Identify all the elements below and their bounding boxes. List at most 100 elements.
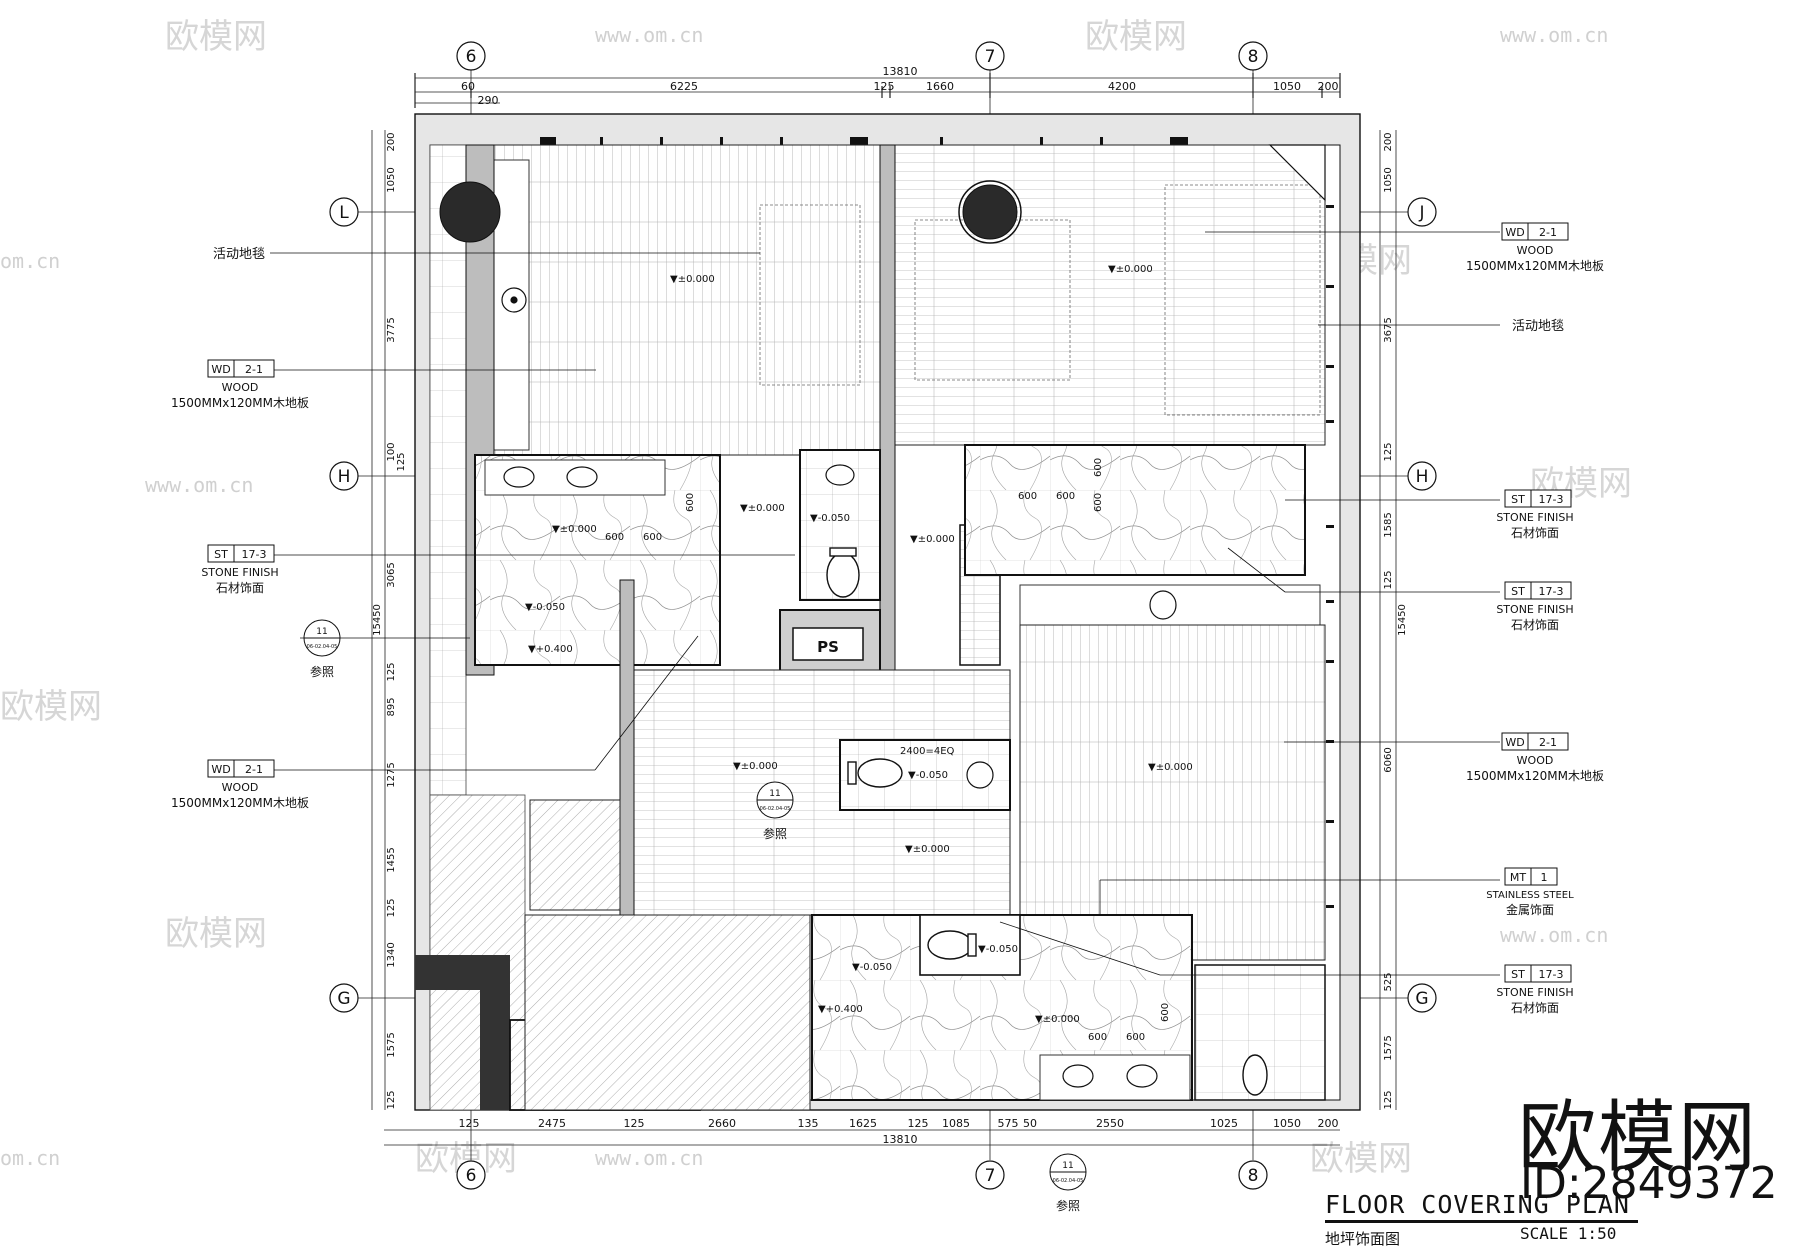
wood-tag-name: WOOD — [222, 781, 259, 794]
dim-top-sub: 290 — [478, 94, 499, 107]
dim-left-3: 3775 — [386, 317, 397, 342]
sink-icon — [503, 466, 535, 488]
dim-bottom-3: 125 — [624, 1117, 645, 1130]
watermark-url-5: www.om.cn — [1500, 923, 1608, 947]
dimension-left-text: 200 1050 3775 100 125 3065 125 895 1275 … — [372, 132, 407, 1109]
dim-left-7: 125 — [386, 662, 397, 681]
wood-tag-desc: 1500MMx120MM木地板 — [171, 396, 309, 410]
stone-tag-code: ST — [214, 548, 228, 561]
dim-top-6: 1050 — [1273, 80, 1301, 93]
watermark-brand-12: 欧模网 — [1310, 1139, 1412, 1179]
window-mullions-top — [540, 137, 1188, 145]
grid-bubble-7-top-label: 7 — [985, 47, 996, 67]
wood-tag-code: WD — [211, 763, 230, 776]
wood-tag-num: 2-1 — [1539, 736, 1557, 749]
column-2 — [962, 184, 1018, 240]
drawing-subtitle: 地坪饰面图 — [1325, 1230, 1401, 1248]
watermark-brand-large: 欧模网 — [1518, 1093, 1759, 1183]
dim-bottom-2: 2475 — [538, 1117, 566, 1130]
steel-tag-name: STAINLESS STEEL — [1486, 890, 1574, 901]
dim-top-7: 200 — [1318, 80, 1339, 93]
stone-tag-name: STONE FINISH — [1496, 603, 1573, 616]
level-label: ▼-0.050 — [852, 962, 892, 973]
sink-icon — [825, 464, 855, 486]
interior-dim: 600 — [685, 493, 696, 512]
grid-bubble-G-right: G — [1407, 983, 1437, 1013]
stone-tag-code: ST — [1511, 493, 1525, 506]
grid-bubble-H-right-label: H — [1416, 467, 1429, 487]
wood-tag-desc: 1500MMx120MM木地板 — [1466, 259, 1604, 273]
watermark-brand-7: 欧模网 — [0, 687, 102, 727]
dim-right-1: 200 — [1383, 132, 1394, 151]
grid-bubble-G-left: G — [329, 983, 359, 1013]
stone-tag-num: 17-3 — [1539, 585, 1564, 598]
watermark-url-6: www.om.cn — [595, 1146, 703, 1170]
grid-bubble-L: L — [329, 197, 359, 227]
level-label: ▼±0.000 — [905, 844, 950, 855]
dim-top-1: 60 — [461, 80, 475, 93]
interior-dim: 600 — [1093, 458, 1104, 477]
dimension-right-text: 200 1050 3675 125 1585 125 6060 525 1575… — [1383, 132, 1408, 1109]
ref-sheet: 06-02.04-05 — [1053, 1178, 1084, 1184]
grid-bubble-8-bottom: 8 — [1238, 1160, 1268, 1190]
wood-tag-name: WOOD — [1517, 754, 1554, 767]
dim-right-6: 125 — [1383, 570, 1394, 589]
stone-tag-num: 17-3 — [1539, 493, 1564, 506]
material-callouts-left: 活动地毯 WD 2-1 WOOD 1500MMx120MM木地板 ST 17-3… — [171, 247, 341, 810]
dim-bottom-7: 125 — [908, 1117, 929, 1130]
sink-icon — [1149, 590, 1177, 620]
level-label: ▼±0.000 — [733, 761, 778, 772]
bottom-wood-middle-top — [529, 799, 621, 911]
leader-lines — [270, 231, 1500, 976]
dim-right-total: 15450 — [1397, 604, 1408, 636]
dim-left-1: 200 — [386, 132, 397, 151]
stone-tag-name: STONE FINISH — [1496, 511, 1573, 524]
dim-top-4: 1660 — [926, 80, 954, 93]
ref-label: 参照 — [310, 664, 334, 679]
interior-dim: 600 — [605, 532, 624, 543]
dim-bottom-14: 200 — [1318, 1117, 1339, 1130]
interior-dim: 2400=4EQ — [900, 746, 955, 757]
sink-icon — [1062, 1064, 1094, 1088]
dim-right-5: 1585 — [1383, 512, 1394, 537]
material-callouts-right: WD 2-1 WOOD 1500MMx120MM木地板 活动地毯 ST 17-3… — [1466, 222, 1604, 1015]
grid-bubble-6-top: 6 — [456, 41, 486, 71]
dim-bottom-4: 2660 — [708, 1117, 736, 1130]
level-label: ▼-0.050 — [810, 513, 850, 524]
grid-bubble-J: J — [1407, 197, 1437, 227]
level-markers: ▼±0.000 ▼±0.000 ▼±0.000 ▼±0.000 ▼-0.050 … — [525, 264, 1193, 1025]
sink-icon — [566, 466, 598, 488]
dim-left-5: 125 — [396, 452, 407, 471]
watermark-brand-9: 欧模网 — [165, 914, 267, 954]
dim-bottom-1: 125 — [459, 1117, 480, 1130]
grid-bubble-G-right-label: G — [1415, 989, 1428, 1009]
carpet-outline-right-b — [1164, 184, 1321, 416]
interior-dim: 600 — [1160, 1003, 1171, 1022]
steel-tag: MT 1 STAINLESS STEEL 金属饰面 — [1486, 867, 1574, 917]
stone-tag-desc: 石材饰面 — [1511, 526, 1559, 540]
interior-dim: 600 — [643, 532, 662, 543]
sink-icons-bath-left — [503, 466, 598, 488]
grid-bubble-7-bottom-label: 7 — [985, 1166, 996, 1186]
carpet-label-right: 活动地毯 — [1512, 319, 1564, 334]
sink-icons-bath-bottom — [1062, 1064, 1158, 1088]
dim-left-11: 125 — [386, 898, 397, 917]
grid-bubble-8-bottom-label: 8 — [1248, 1166, 1259, 1186]
interior-dim: 600 — [1088, 1032, 1107, 1043]
level-label: ▼±0.000 — [1148, 762, 1193, 773]
bath-right-stone — [964, 444, 1306, 576]
toilet-icon — [927, 930, 977, 960]
dim-left-9: 1275 — [386, 762, 397, 787]
stone-tag-num: 17-3 — [1539, 968, 1564, 981]
carpet-outline-left — [759, 204, 861, 386]
dim-left-6: 3065 — [386, 562, 397, 587]
dim-right-3: 3675 — [1383, 317, 1394, 342]
bottom-wood-middle — [524, 914, 811, 1111]
wood-tag-num: 2-1 — [245, 363, 263, 376]
level-label: ▼±0.000 — [1035, 1014, 1080, 1025]
grid-bubble-6-bottom-label: 6 — [466, 1166, 477, 1186]
toilet-icon — [1242, 1054, 1268, 1096]
wood-tag-code: WD — [211, 363, 230, 376]
bath-bottom-vanity — [1039, 1054, 1191, 1101]
dimension-left — [371, 130, 386, 1110]
